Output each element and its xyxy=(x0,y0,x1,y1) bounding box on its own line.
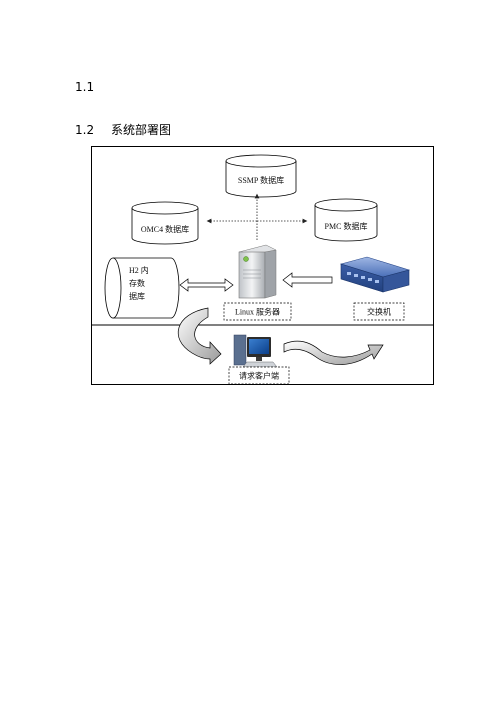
pmc-database-label: PMC 数据库 xyxy=(325,221,368,231)
linux-server-icon xyxy=(238,244,277,299)
linux-server-label: Linux 服务器 xyxy=(235,307,280,317)
diagram-frame xyxy=(91,146,434,385)
heading-1-2: 1.2 系统部署图 xyxy=(75,121,171,138)
h2-database-label-line-1: H2 内 xyxy=(129,265,149,275)
heading-number: 1.2 xyxy=(75,123,95,137)
switch-label: 交换机 xyxy=(367,307,391,317)
client-outgoing-curved-arrow xyxy=(283,340,384,365)
heading-title: 系统部署图 xyxy=(111,123,172,137)
h2-memory-database-icon xyxy=(104,257,180,319)
pmc-database-icon xyxy=(314,198,378,242)
h2-database-label-line-3: 据库 xyxy=(129,291,145,301)
switch-to-server-arrow xyxy=(282,272,333,288)
ssmp-database-icon xyxy=(225,154,297,198)
h2-server-double-arrow xyxy=(179,278,234,292)
omc4-database-icon xyxy=(131,201,199,245)
h2-database-label-line-2: 存数 xyxy=(129,278,145,288)
switch-icon xyxy=(339,256,411,293)
deployment-diagram: SSMP 数据库 OMC4 数据库 PMC 数据库 H2 内 存数 据库 xyxy=(91,146,434,385)
server-to-client-curved-arrow xyxy=(177,307,222,365)
ssmp-database-label: SSMP 数据库 xyxy=(238,175,284,185)
linux-server-label-box xyxy=(223,302,292,321)
switch-label-box xyxy=(353,302,405,321)
client-label: 请求客户端 xyxy=(239,371,279,381)
client-label-box xyxy=(228,366,290,385)
omc4-database-label: OMC4 数据库 xyxy=(141,224,189,234)
heading-1-1: 1.1 xyxy=(75,80,111,94)
client-computer-icon xyxy=(233,334,278,368)
deployment-diagram-svg: SSMP 数据库 OMC4 数据库 PMC 数据库 H2 内 存数 据库 xyxy=(91,146,434,385)
heading-number: 1.1 xyxy=(75,80,95,94)
